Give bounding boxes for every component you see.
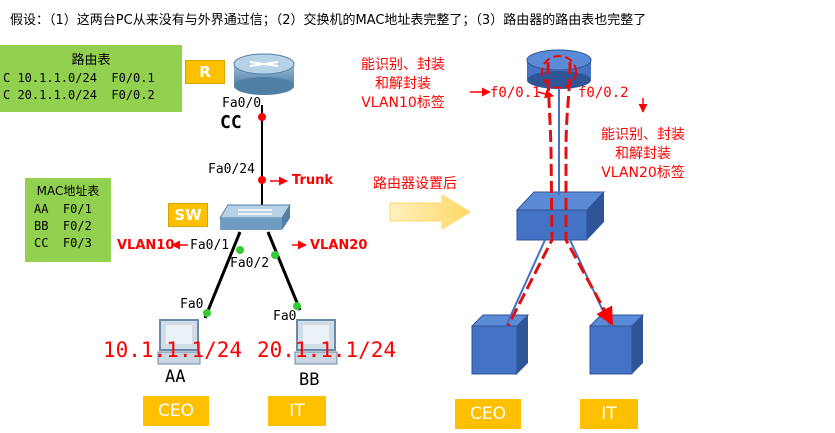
vlan10-note-line: VLAN10标签 <box>361 95 445 111</box>
it-box-icon <box>588 314 645 375</box>
route-table-title: 路由表 <box>71 53 111 68</box>
pc-left-badge: CEO <box>143 396 209 426</box>
vlan20-note-line: VLAN20标签 <box>601 165 685 181</box>
mac-table-row: BB F0/2 <box>34 219 92 233</box>
link-light-fa02 <box>271 251 279 259</box>
vlan20-label: VLAN20 <box>310 238 368 253</box>
subinterface-1-label: f0/0.1 <box>490 85 541 101</box>
router-icon <box>233 53 295 95</box>
switch-uplink-port-label: Fa0/24 <box>208 162 255 177</box>
sub1-arrow <box>537 89 554 99</box>
pc-left-mac: AA <box>165 367 186 387</box>
vlan20-note-line: 和解封装 <box>615 146 671 162</box>
transition-arrow <box>389 194 471 230</box>
mac-table-row: AA F0/1 <box>34 202 92 216</box>
route-table: 路由表 C 10.1.1.0/24 F0/0.1 C 20.1.1.0/24 F… <box>0 45 182 112</box>
router-badge: R <box>185 60 225 84</box>
link-light-pc-left <box>203 309 211 317</box>
mac-table: MAC地址表 AA F0/1 BB F0/2 CC F0/3 <box>25 178 111 262</box>
link-light-router <box>258 113 266 121</box>
mac-table-title: MAC地址表 <box>36 184 100 198</box>
pc-icon-right <box>294 319 338 365</box>
vlan20-path <box>564 61 614 326</box>
trunk-label: Trunk <box>292 173 334 188</box>
switch-badge: SW <box>168 203 208 227</box>
pc-right-mac: BB <box>299 370 320 390</box>
link-light-pc-right <box>293 302 301 310</box>
switch-box-icon <box>515 191 606 241</box>
ceo-box-icon <box>470 314 530 375</box>
route-table-row: C 10.1.1.0/24 F0/0.1 <box>3 71 155 85</box>
vlan10-note-line: 和解封装 <box>375 76 431 92</box>
vlan10-note: 能识别、封装 和解封装 VLAN10标签 <box>338 56 468 113</box>
vlan10-note-line: 能识别、封装 <box>361 57 445 73</box>
vlan20-note: 能识别、封装 和解封装 VLAN20标签 <box>578 126 708 183</box>
pc-icon-left <box>157 319 201 365</box>
pc-right-ip: 20.1.1.1/24 <box>257 338 397 362</box>
after-router-setup-label: 路由器设置后 <box>373 176 457 192</box>
pc-right-badge: IT <box>268 396 326 426</box>
link-light-uplink <box>258 176 266 184</box>
router-mac-label: CC <box>220 112 242 133</box>
vlan10-path <box>506 61 554 327</box>
vlan20-note-line: 能识别、封装 <box>601 127 685 143</box>
subinterface-2-label: f0/0.2 <box>578 85 629 101</box>
switch-port2-label: Fa0/2 <box>230 256 270 271</box>
cable-switch-pc-left <box>203 231 242 319</box>
right-it-badge: IT <box>580 399 638 429</box>
switch-port1-label: Fa0/1 <box>190 238 230 253</box>
route-table-row: C 20.1.1.0/24 F0/0.2 <box>3 88 155 102</box>
pc-left-port-label: Fa0 <box>180 297 204 312</box>
mac-table-row: CC F0/3 <box>34 236 92 250</box>
assumption-header: 假设：（1）这两台PC从来没有与外界通过信；（2）交换机的MAC地址表完整了；（… <box>10 13 647 28</box>
switch-icon <box>219 204 291 230</box>
pc-left-ip: 10.1.1.1/24 <box>103 338 243 362</box>
pc-right-port-label: Fa0 <box>273 309 297 324</box>
link-light-fa01 <box>236 246 244 254</box>
right-ceo-badge: CEO <box>455 399 521 429</box>
blue-cable-switch-ceo <box>505 239 546 327</box>
cable-switch-pc-right <box>266 231 302 311</box>
router-port-label: Fa0/0 <box>222 96 262 111</box>
vlan10-label: VLAN10 <box>117 238 175 253</box>
